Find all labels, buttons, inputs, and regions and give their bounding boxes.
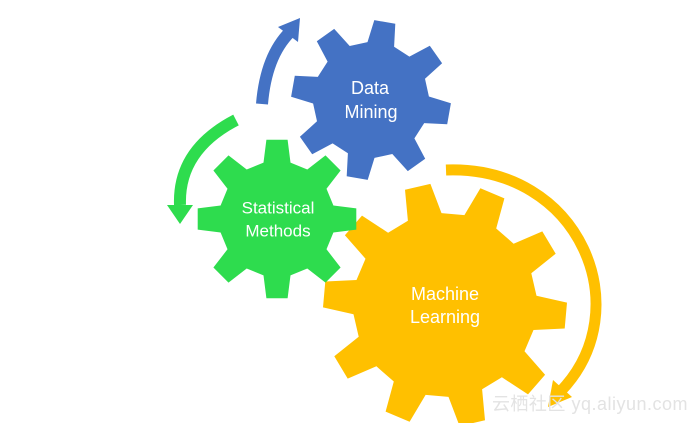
data-mining-label-line2: Mining [344, 102, 397, 122]
green-curved-arrow [173, 114, 239, 206]
watermark-text: 云栖社区 yq.aliyun.com [492, 394, 688, 414]
machine-learning-gear [323, 183, 567, 423]
green-arrow-head [167, 205, 193, 224]
yellow-arrow-head [548, 380, 572, 407]
data-mining-gear [291, 20, 451, 180]
statistical-methods-label-line1: Statistical [242, 198, 315, 217]
machine-learning-label-line1: Machine [411, 284, 479, 304]
statistical-methods-gear [197, 139, 357, 299]
statistical-methods-label-line2: Methods [245, 221, 310, 240]
blue-arrow-head [278, 18, 300, 42]
blue-curved-arrow [256, 27, 295, 105]
yellow-curved-arrow [445, 164, 602, 396]
machine-learning-label-line2: Learning [410, 307, 480, 327]
data-mining-label-line1: Data [351, 78, 390, 98]
